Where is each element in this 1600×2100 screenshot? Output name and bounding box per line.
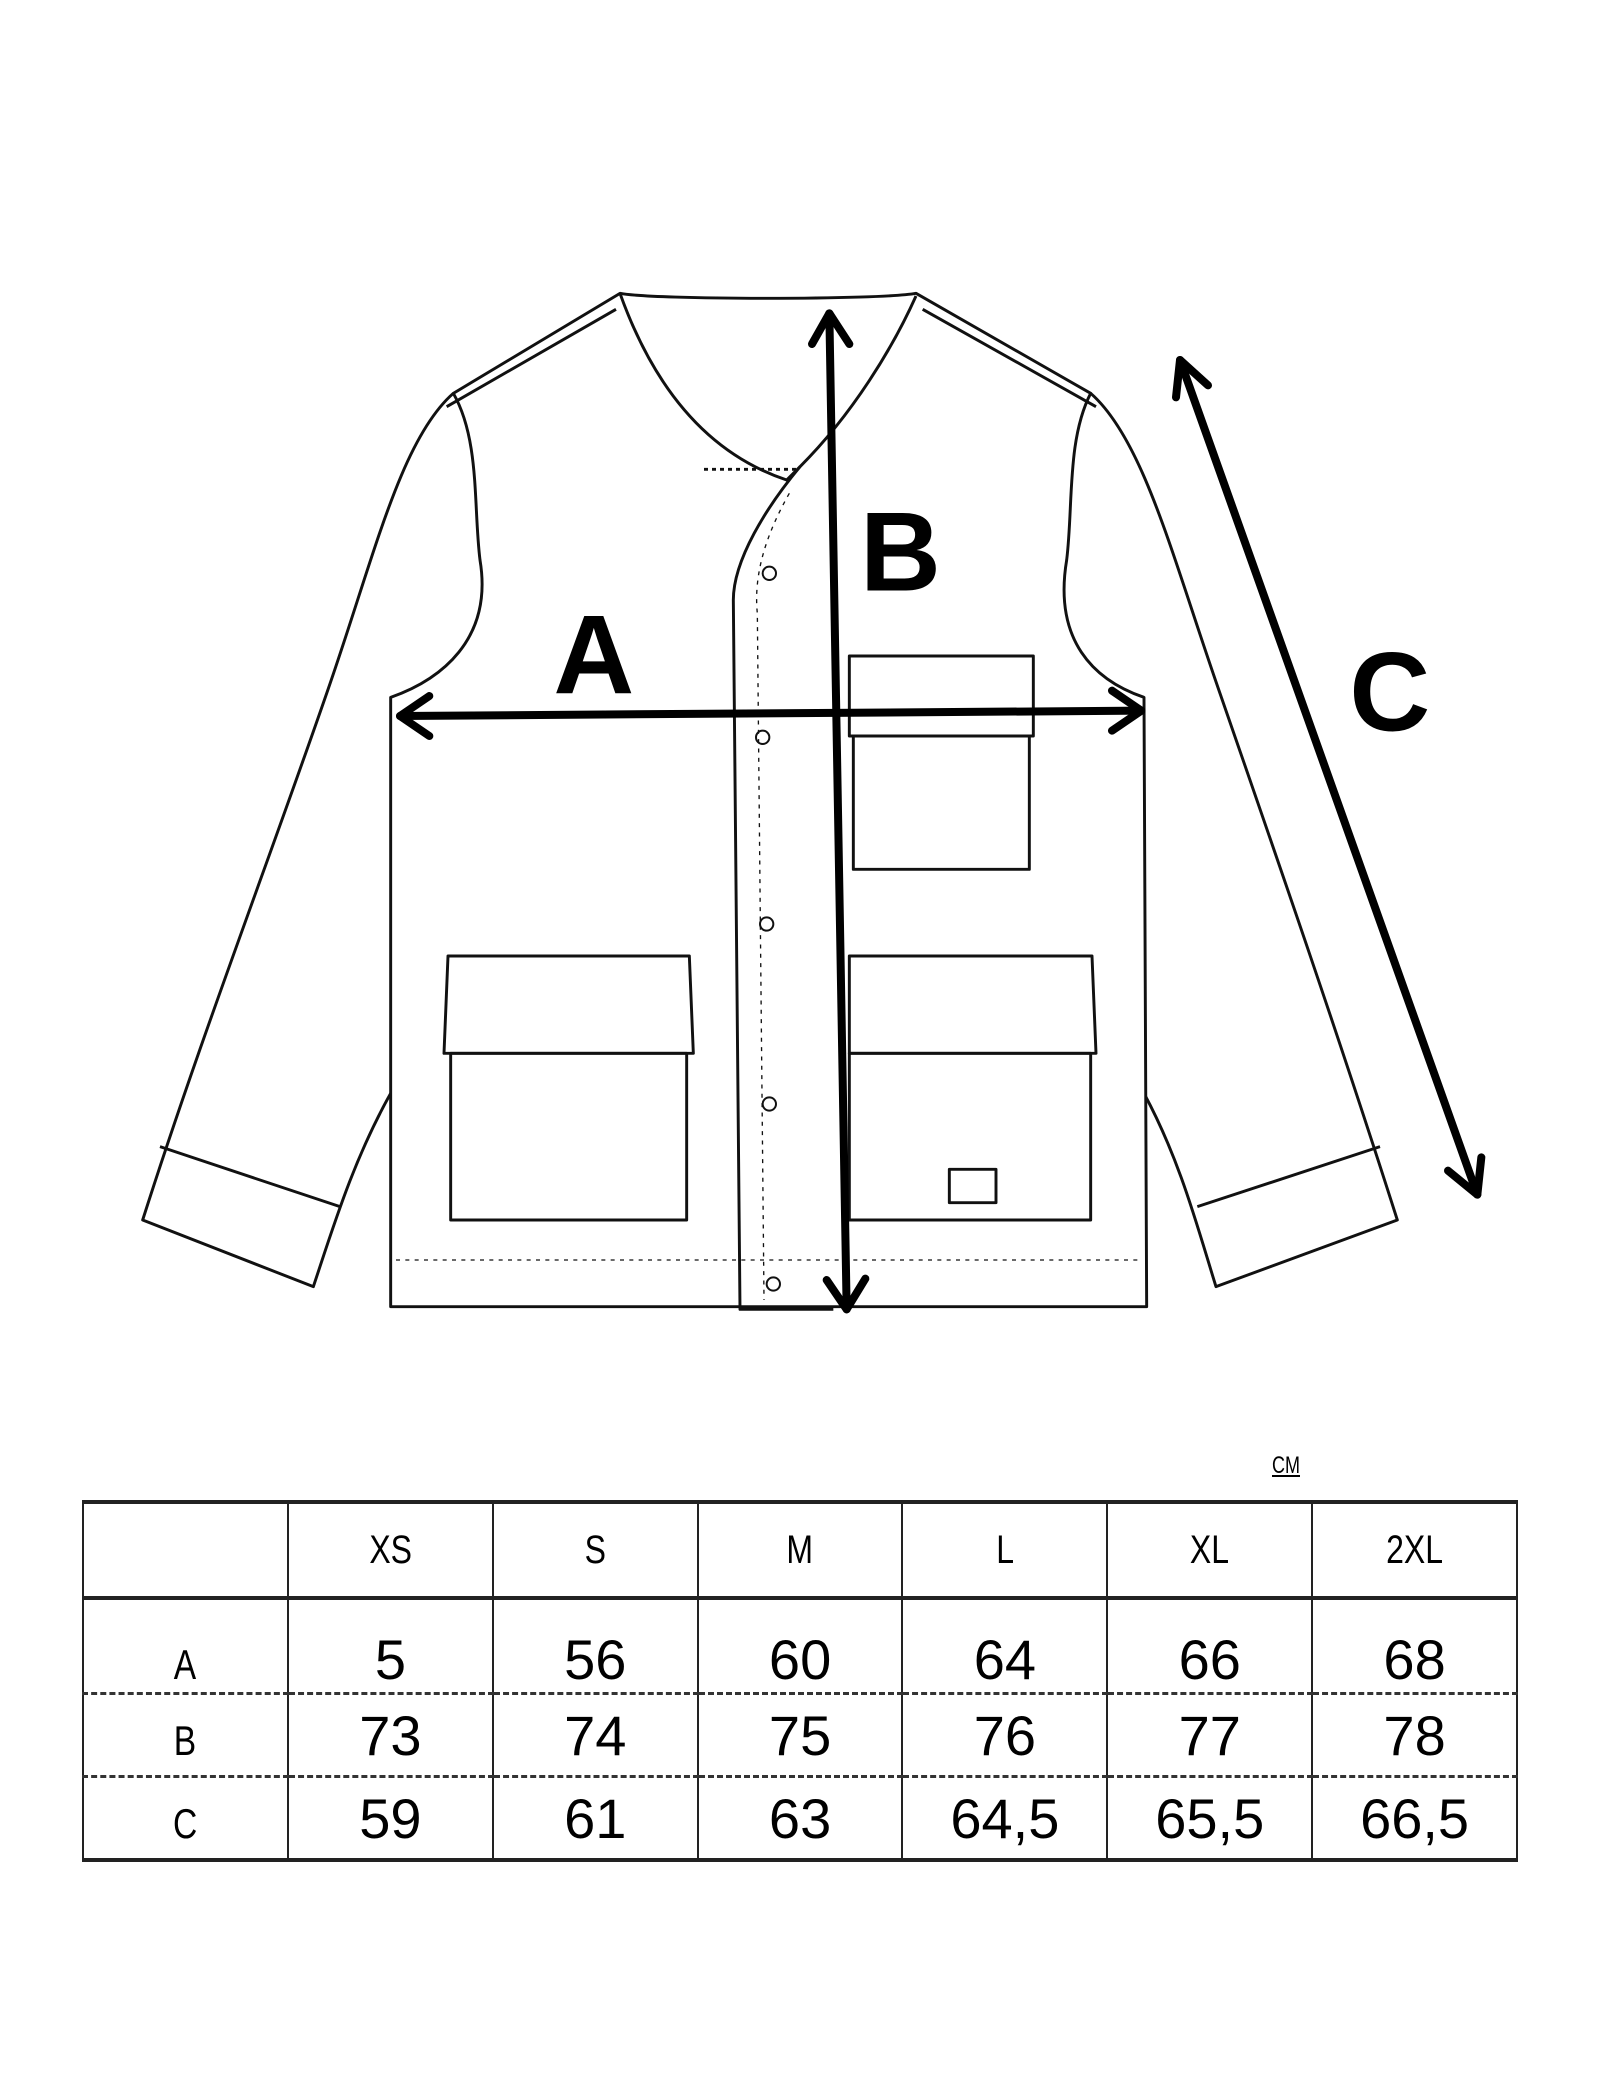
right-lower-pocket-flap	[847, 954, 1098, 1055]
size-header: S	[491, 1500, 699, 1600]
table-cell: 77	[1106, 1693, 1314, 1778]
size-header-row: XS S M L XL 2XL	[82, 1500, 1518, 1600]
dimension-label-c: C	[1349, 630, 1430, 755]
jacket-body	[389, 291, 1149, 1309]
button	[755, 729, 771, 745]
table-row-a: A 5 56 60 64 66 68	[82, 1598, 1518, 1695]
table-cell: 60	[696, 1598, 904, 1695]
dimension-arrow-a	[396, 686, 1146, 740]
table-cell: 66	[1106, 1598, 1314, 1695]
table-cell: 64,5	[901, 1776, 1109, 1862]
table-cell: 61	[491, 1776, 699, 1862]
size-header: L	[901, 1500, 1109, 1600]
brand-label	[947, 1167, 998, 1205]
table-cell: 76	[901, 1693, 1109, 1778]
size-header: M	[696, 1500, 904, 1600]
row-label: A	[82, 1598, 289, 1695]
dimension-label-a: A	[553, 592, 634, 717]
row-label: C	[82, 1776, 289, 1862]
table-cell: 65,5	[1106, 1776, 1314, 1862]
table-cell: 56	[491, 1598, 699, 1695]
shoulder-yoke-left	[445, 308, 617, 408]
neckline	[618, 292, 918, 482]
right-cuff-seam	[1196, 1145, 1381, 1209]
table-cell: 78	[1311, 1693, 1518, 1778]
unit-label: CM	[1272, 1452, 1300, 1479]
left-cuff-seam	[159, 1145, 341, 1209]
table-row-c: C 59 61 63 64,5 65,5 66,5	[82, 1776, 1518, 1862]
table-cell: 68	[1311, 1598, 1518, 1695]
size-header: XS	[287, 1500, 494, 1600]
dimension-arrow-b	[808, 309, 870, 1314]
shoulder-yoke-right	[921, 308, 1097, 408]
dimension-arrow-c	[1172, 356, 1486, 1199]
table-cell: 5	[287, 1598, 494, 1695]
left-lower-pocket-flap	[442, 954, 695, 1055]
jacket-technical-drawing: A B C	[141, 291, 1486, 1314]
table-cell: 59	[287, 1776, 494, 1862]
button	[765, 1276, 781, 1292]
button	[761, 565, 777, 581]
table-cell: 66,5	[1311, 1776, 1518, 1862]
left-sleeve	[141, 392, 455, 1289]
table-cell: 74	[491, 1693, 699, 1778]
table-cell: 75	[696, 1693, 904, 1778]
table-cell: 73	[287, 1693, 494, 1778]
table-row-b: B 73 74 75 76 77 78	[82, 1693, 1518, 1778]
table-cell: 64	[901, 1598, 1109, 1695]
dimension-label-b: B	[860, 490, 941, 615]
row-label: B	[82, 1693, 289, 1778]
button	[759, 916, 775, 932]
size-header: XL	[1106, 1500, 1314, 1600]
table-cell: 63	[696, 1776, 904, 1862]
chest-pocket-flap	[847, 654, 1035, 738]
header-empty-cell	[82, 1500, 289, 1600]
front-placket	[731, 465, 834, 1311]
button	[761, 1096, 777, 1112]
right-sleeve	[1089, 392, 1399, 1289]
size-header: 2XL	[1311, 1500, 1518, 1600]
size-chart-table: XS S M L XL 2XL A 5 56 60 64 66 68 B 73 …	[82, 1500, 1518, 1862]
